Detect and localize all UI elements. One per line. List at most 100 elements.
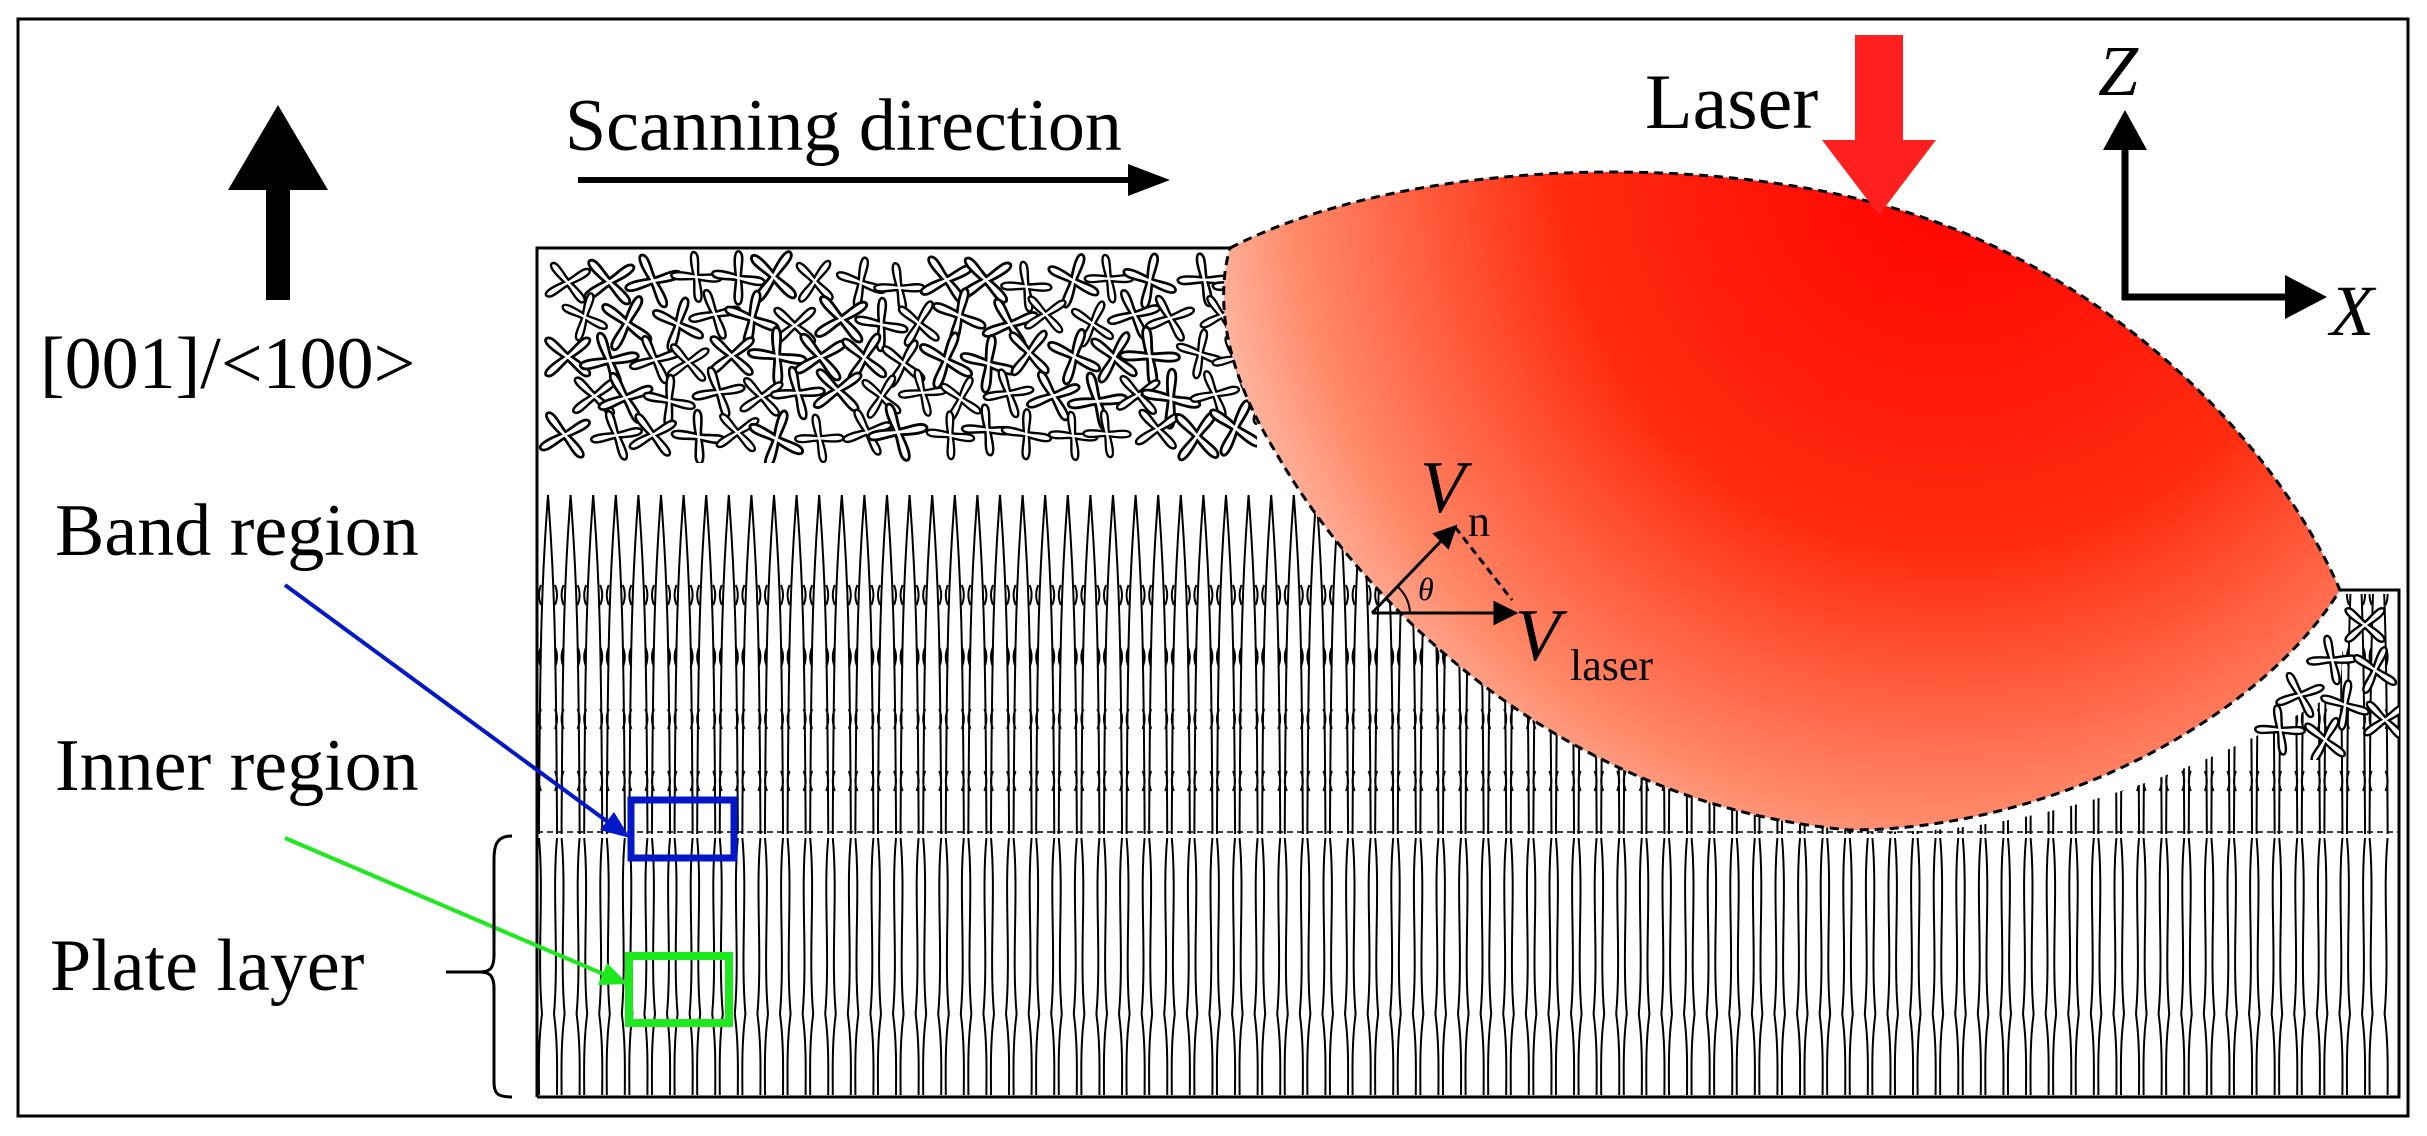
xz-axes-icon: [2103, 110, 2327, 319]
columnar-dendrite-icon: [2119, 837, 2141, 1096]
orientation-label: [001]/<100>: [40, 323, 415, 405]
columnar-dendrite-icon: [1984, 837, 2005, 1096]
columnar-dendrite-icon: [1080, 494, 1101, 834]
deposit-outline: [535, 246, 2401, 1099]
columnar-dendrite-icon: [1667, 837, 1689, 1096]
laser-label: Laser: [1645, 58, 1818, 145]
columnar-dendrite-icon: [809, 837, 830, 1096]
columnar-dendrite-icon: [1961, 837, 1982, 1096]
columnar-dendrite-icon: [2187, 837, 2208, 1096]
columnar-dendrite-icon: [831, 494, 852, 834]
columnar-dendrite-icon: [1848, 837, 1869, 1096]
columnar-dendrite-icon: [809, 494, 830, 834]
columnar-dendrite-icon: [1351, 494, 1372, 834]
columnar-dendrite-icon: [1826, 837, 1847, 1096]
columnar-dendrite-icon: [696, 494, 717, 834]
columnar-dendrite-icon: [741, 837, 762, 1096]
columnar-dendrite-icon: [989, 837, 1011, 1096]
columnar-dendrite-icon: [1306, 494, 1327, 834]
columnar-dendrite-icon: [1012, 494, 1033, 834]
columnar-dendrite-icon: [831, 837, 852, 1096]
columnar-dendrite-icon: [1690, 837, 1711, 1096]
columnar-dendrite-icon: [1283, 837, 1304, 1096]
melt-pool: [1222, 170, 2342, 832]
columnar-dendrite-icon: [1713, 837, 1734, 1096]
columnar-dendrite-icon: [605, 494, 626, 834]
columnar-dendrite-icon: [651, 494, 671, 834]
columnar-dendrite-icon: [1148, 494, 1169, 834]
columnar-dendrite-icon: [583, 837, 604, 1096]
columnar-dendrite-icon: [1532, 837, 1553, 1096]
columnar-dendrite-icon: [2232, 837, 2254, 1096]
columnar-dendrite-icon: [1554, 837, 1576, 1096]
columnar-dendrite-icon: [854, 494, 875, 834]
columnar-dendrite-icon: [1125, 494, 1146, 834]
columnar-dendrite-icon: [1396, 837, 1417, 1096]
columnar-dendrite-icon: [718, 494, 739, 834]
columnar-dendrite-icon: [2345, 837, 2367, 1096]
v-n-subscript: n: [1468, 497, 1490, 546]
velocity-vectors: [1370, 524, 1519, 626]
columnar-dendrite-icon: [2165, 837, 2186, 1096]
columnar-dendrite-icon: [944, 837, 965, 1096]
columnar-dendrite-icon: [1893, 837, 1915, 1096]
columnar-dendrite-icon: [1939, 837, 1960, 1096]
inner-region-box: [625, 952, 733, 1027]
columnar-dendrite-icon: [2052, 837, 2073, 1096]
axis-x-label: X: [2327, 271, 2377, 351]
columnar-dendrite-icon: [1102, 837, 1124, 1096]
columnar-dendrite-icon: [1419, 837, 1440, 1096]
columnar-dendrite-icon: [944, 494, 965, 834]
columnar-dendrite-icon: [1261, 494, 1282, 834]
columnar-dendrite-icon: [538, 494, 558, 834]
columnar-dendrite-icon: [877, 494, 897, 834]
columnar-dendrite-icon: [560, 494, 581, 834]
columnar-dendrite-icon: [990, 494, 1010, 834]
columnar-dendrite-icon: [2006, 837, 2028, 1096]
columnar-dendrite-icon: [583, 494, 604, 834]
columnar-dendrite-icon: [1780, 837, 1802, 1096]
laser-arrow-icon: [1822, 35, 1936, 215]
columnar-dendrite-icon: [718, 837, 739, 1096]
band-region-label: Band region: [55, 490, 419, 572]
columnar-dendrite-icon: [1035, 494, 1056, 834]
columnar-dendrite-icon: [2210, 837, 2231, 1096]
columnar-dendrite-icon: [2255, 837, 2276, 1096]
axis-z-label: Z: [2098, 31, 2139, 111]
columnar-dendrite-icon: [1103, 494, 1123, 834]
columnar-dendrite-icon: [673, 837, 694, 1096]
columnar-dendrite-icon: [673, 494, 694, 834]
columnar-dendrite-icon: [605, 837, 626, 1096]
columnar-dendrite-icon: [854, 837, 875, 1096]
columnar-dendrite-icon: [1215, 837, 1237, 1096]
columnar-dendrite-icon: [2323, 837, 2344, 1096]
band-region-box: [627, 796, 738, 862]
columnar-dendrite-icon: [763, 837, 785, 1096]
columnar-dendrite-icon: [2097, 837, 2118, 1096]
columnar-dendrite-icon: [560, 837, 581, 1096]
plate-layer-label: Plate layer: [50, 925, 364, 1007]
inner-region-pointer: [284, 836, 628, 985]
columnar-dendrite-icon: [1328, 837, 1350, 1096]
columnar-dendrite-icon: [1622, 837, 1643, 1096]
columnar-dendrite-icon: [1170, 494, 1191, 834]
columnar-dendrite-icon: [2029, 837, 2050, 1096]
columnar-dendrite-icon: [1012, 837, 1033, 1096]
columnar-dendrite-icon: [1193, 494, 1214, 834]
columnar-dendrite-icon: [1057, 494, 1078, 834]
columnar-dendrite-icon: [1238, 494, 1259, 834]
columnar-dendrite-icon: [1351, 837, 1372, 1096]
columnar-dendrite-icon: [1916, 837, 1937, 1096]
columnar-dendrite-icon: [2368, 837, 2389, 1096]
v-n-label: V: [1420, 447, 1473, 529]
columnar-dendrite-icon: [899, 494, 920, 834]
columnar-dendrite-icon: [922, 494, 943, 834]
v-laser-label: V: [1515, 595, 1568, 677]
scanning-arrow-icon: [578, 164, 1170, 196]
columnar-dendrite-icon: [1193, 837, 1214, 1096]
scanning-direction-label: Scanning direction: [565, 85, 1122, 167]
columnar-dendrite-icon: [1306, 837, 1327, 1096]
columnar-dendrite-icon: [967, 837, 988, 1096]
columnar-dendrite-icon: [2300, 837, 2321, 1096]
